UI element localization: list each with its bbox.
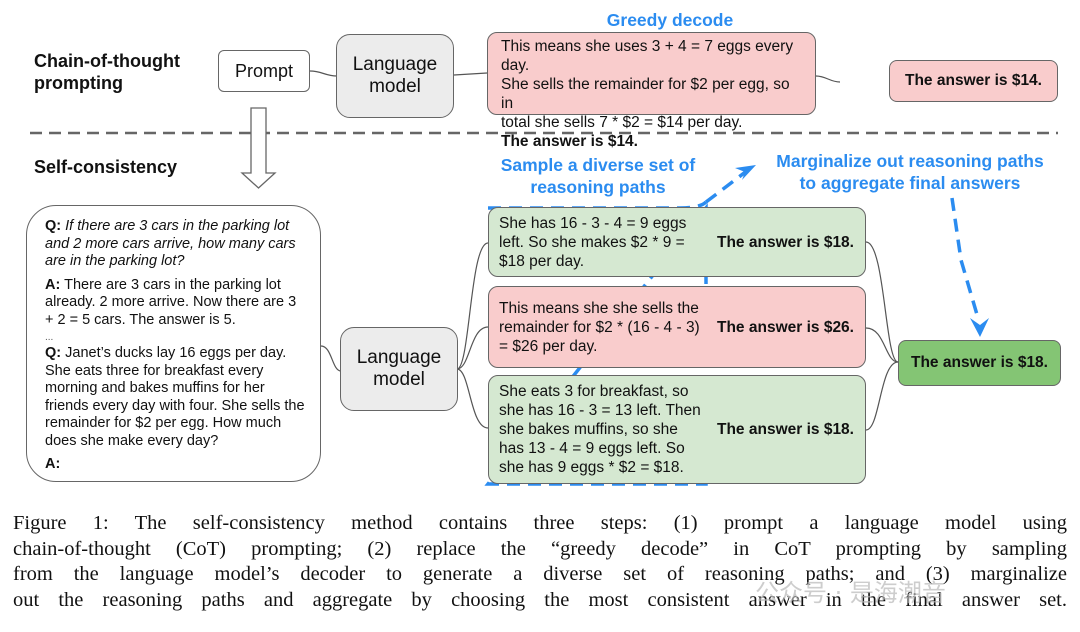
marginalize-label-line1: Marginalize out reasoning paths — [776, 151, 1044, 171]
sample-label-line1: Sample a diverse set of — [500, 155, 696, 175]
example-answer-text: There are 3 cars in the parking lot alre… — [45, 276, 297, 328]
connector-path-1-to-final — [865, 241, 899, 363]
sample-to-marginalize-arrow — [704, 168, 750, 204]
sc-final-answer: The answer is $18. — [911, 354, 1048, 371]
reasoning-line: she has 9 eggs * $2 = $18. — [499, 459, 684, 476]
cot-final-answer: The answer is $14. — [905, 72, 1042, 89]
greedy-decode-box: This means she uses 3 + 4 = 7 eggs every… — [487, 32, 816, 150]
marginalize-label: Marginalize out reasoning paths to aggre… — [760, 150, 1060, 194]
target-question-text: Janet’s ducks lay 16 eggs per day. She e… — [45, 345, 305, 449]
target-question: Q: Janet’s ducks lay 16 eggs per day. Sh… — [45, 345, 306, 450]
lm-label-line2: model — [369, 76, 421, 97]
marginalize-label-line2: to aggregate final answers — [799, 173, 1021, 193]
prompt-box: Prompt — [218, 50, 310, 92]
reasoning-line: $18 per day. — [499, 253, 585, 270]
caption-line: out the reasoning paths and aggregate by… — [13, 588, 1067, 611]
hollow-down-arrow-icon — [240, 107, 277, 189]
reasoning-line: left. So she makes $2 * 9 = — [499, 234, 685, 251]
connector-path-3-to-final — [865, 361, 899, 431]
lm-label-line1: Language — [356, 347, 442, 368]
q-label: Q: — [45, 345, 62, 361]
sc-final-answer-box: The answer is $18. — [898, 340, 1061, 386]
ellipsis: ... — [45, 332, 54, 343]
figure-caption: Figure 1: The self-consistency method co… — [13, 511, 1067, 613]
cot-section-title-line2: prompting — [34, 73, 123, 93]
sample-label-line2: reasoning paths — [530, 177, 666, 197]
target-answer: A: — [45, 456, 306, 474]
connector-card-to-lm — [320, 345, 342, 372]
connector-lm-to-path-1 — [456, 242, 489, 370]
reasoning-path-2: This means she she sells the remainder f… — [488, 286, 866, 368]
connector-path-2-to-final — [865, 327, 899, 363]
caption-line: from the language model’s decoder to gen… — [13, 563, 1067, 585]
connector-prompt-to-lm — [309, 70, 338, 77]
sc-language-model-box: Language model — [340, 327, 458, 411]
a-label: A: — [45, 456, 61, 472]
example-answer: A: There are 3 cars in the parking lot a… — [45, 277, 306, 330]
connector-lm-to-path-2 — [456, 326, 489, 370]
reasoning-line: = $26 per day. — [499, 338, 598, 355]
reasoning-line: She has 16 - 3 - 4 = 9 eggs — [499, 215, 687, 232]
reasoning-path-1: She has 16 - 3 - 4 = 9 eggs left. So she… — [488, 207, 866, 277]
path-answer: The answer is $18. — [717, 421, 854, 438]
greedy-line: This means she uses 3 + 4 = 7 eggs every… — [501, 38, 794, 74]
example-question: Q: If there are 3 cars in the parking lo… — [45, 218, 306, 271]
connector-greedy-to-answer — [815, 75, 841, 83]
path-reasoning: She has 16 - 3 - 4 = 9 eggs left. So she… — [489, 210, 696, 275]
sample-paths-label: Sample a diverse set of reasoning paths — [478, 154, 718, 198]
greedy-answer-line: The answer is $14. — [501, 133, 638, 150]
arrowhead-icon — [735, 165, 756, 180]
sc-section-title: Self-consistency — [34, 157, 178, 177]
prompt-label: Prompt — [234, 60, 294, 81]
lm-label-line1: Language — [352, 54, 438, 75]
reasoning-line: remainder for $2 * (16 - 4 - 3) — [499, 319, 700, 336]
caption-line: Figure 1: The self-consistency method co… — [13, 512, 1067, 534]
marginalize-to-final-arrow — [950, 197, 980, 319]
greedy-line: total she sells 7 * $2 = $14 per day. — [501, 114, 743, 131]
lm-label-line2: model — [373, 369, 425, 390]
reasoning-path-3: She eats 3 for breakfast, so she has 16 … — [488, 375, 866, 484]
example-question-text: If there are 3 cars in the parking lot a… — [45, 218, 296, 269]
reasoning-line: she has 16 - 3 = 13 left. Then — [499, 402, 701, 419]
path-reasoning: This means she she sells the remainder f… — [489, 295, 710, 360]
caption-line: chain-of-thought (CoT) prompting; (2) re… — [13, 537, 1067, 560]
reasoning-line: This means she she sells the — [499, 300, 699, 317]
reasoning-line: she bakes muffins, so she — [499, 421, 678, 438]
few-shot-prompt-card: Q: If there are 3 cars in the parking lo… — [26, 205, 321, 482]
q-label: Q: — [45, 218, 62, 234]
greedy-decode-label: Greedy decode — [606, 10, 734, 30]
cot-final-answer-box: The answer is $14. — [889, 60, 1058, 102]
arrowhead-down-icon — [970, 318, 989, 337]
watermark: 公众号 · 是海潮音 — [755, 579, 946, 607]
a-label: A: — [45, 276, 61, 293]
reasoning-line: has 13 - 4 = 9 eggs left. So — [499, 440, 685, 457]
path-reasoning: She eats 3 for breakfast, so she has 16 … — [489, 378, 711, 481]
cot-language-model-box: Language model — [336, 34, 454, 118]
connector-lm-to-path-3 — [456, 368, 489, 429]
reasoning-line: She eats 3 for breakfast, so — [499, 383, 689, 400]
greedy-line: She sells the remainder for $2 per egg, … — [501, 76, 790, 112]
connector-lm-to-greedy — [453, 72, 488, 76]
cot-section-title-line1: Chain-of-thought — [34, 51, 180, 71]
path-answer: The answer is $26. — [717, 319, 854, 336]
cot-section-title: Chain-of-thought prompting — [34, 50, 180, 94]
path-answer: The answer is $18. — [717, 234, 854, 251]
